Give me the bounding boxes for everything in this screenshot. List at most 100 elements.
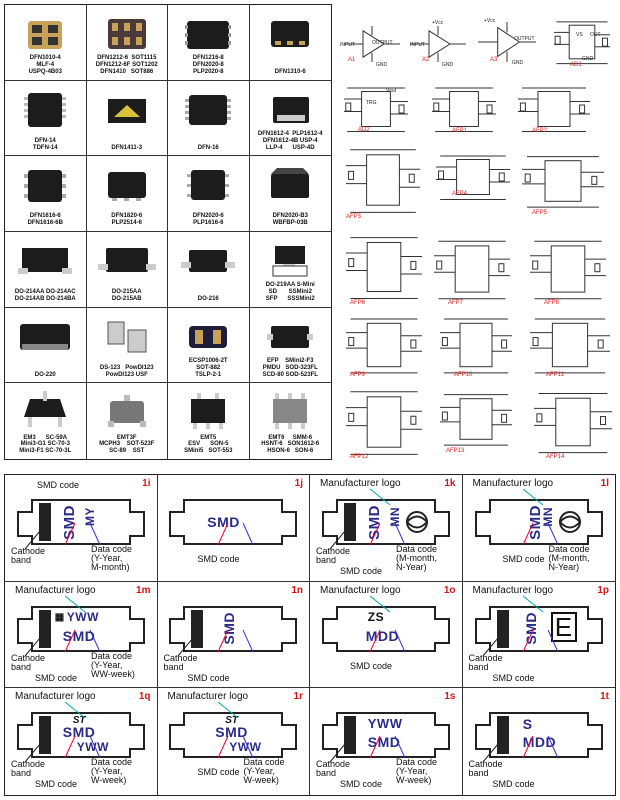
manufacturer-logo-icon: ST: [225, 715, 239, 727]
circuit-label: A1: [348, 57, 356, 63]
date-code-label: Data code (M-month, N-Year): [548, 544, 590, 572]
package-cell: DO-216: [168, 231, 250, 308]
cathode-band: [38, 609, 51, 648]
package-image: [5, 87, 86, 131]
package-cell: EMT5 ESV SON-5 SMini5 SOT-553: [168, 383, 250, 459]
package-image: [168, 162, 249, 206]
circuit-label: AFP2: [532, 128, 548, 134]
package-label: DFN1010-4 MLF-4 USPQ-4B03: [28, 55, 62, 75]
circuit-text: OUTPUT: [514, 36, 535, 42]
package-image: [168, 11, 249, 55]
package-grid: DFN1010-4 MLF-4 USPQ-4B03 DFN1212-6 SOT1…: [4, 4, 332, 460]
package-image: [168, 389, 249, 433]
smd-code-label: SMD code: [340, 566, 383, 576]
date-code-text: MN: [540, 507, 555, 527]
circuit-diagram: [344, 87, 408, 132]
package-image: [250, 11, 332, 55]
package-label: DFN-16: [197, 144, 219, 151]
package-label: EMT6 SMM-6 HSNT-6 SON1612-6 HSON-6 SON-6: [261, 434, 320, 455]
cathode-band: [343, 503, 356, 541]
package-image: [168, 238, 249, 282]
circuit-text: GND: [442, 62, 454, 68]
circuit-label: AFP13: [446, 448, 465, 454]
manufacturer-logo-label: Manufacturer logo: [15, 691, 96, 703]
manufacturer-logo-label: Manufacturer logo: [167, 691, 249, 703]
circuit-diagram: [434, 240, 510, 300]
circuit-diagram: [440, 394, 512, 446]
smd-code-text: SMD: [365, 505, 383, 540]
package-image: [168, 87, 249, 131]
package-cell: DFN1212-6 SOT1115 DFN1212-6F SOT1202 DFN…: [86, 5, 168, 81]
circuit-label: A2: [422, 57, 430, 63]
smd-code-text: MDD: [522, 734, 557, 751]
smd-code-label: SMD code: [492, 779, 535, 790]
cathode-band-label: Cathode band: [468, 759, 503, 779]
package-label: DS-123 PowDI123 PowDI123 USF: [99, 364, 154, 378]
circuit-diagram: [530, 240, 606, 300]
circuit-text: +Vcc: [432, 20, 444, 26]
circuit-diagram: [478, 22, 536, 62]
smd-code-text: SMD: [62, 627, 96, 644]
smd-code-text: SMD: [367, 734, 401, 751]
package-cell: DFN-14 TDFN-14: [5, 80, 87, 157]
date-code-text: YWW: [76, 740, 109, 755]
package-cell: DO-219AA S-Mini SD SSMini2 SFP SSSMini2: [249, 232, 331, 308]
cathode-band-label: Cathode band: [468, 652, 503, 672]
circuit-text: INPUT: [410, 42, 425, 48]
circuit-diagram: [534, 392, 612, 454]
cathode-band: [496, 716, 509, 755]
manufacturer-logo-label: Manufacturer logo: [320, 478, 401, 489]
circuit-text: GND: [512, 60, 524, 66]
cathode-band-label: Cathode band: [163, 652, 198, 672]
circuit-label: AFP4: [452, 191, 468, 197]
package-cell: DFN1010-4 MLF-4 USPQ-4B03: [5, 5, 87, 81]
package-cell: DO-214AA DO-214AC DO-214AB DO-214BA: [5, 231, 87, 308]
package-cell: ECSP1006-2T SOT-882 TSLP-2-1: [168, 307, 250, 384]
date-code-label: Data code (Y-Year, WW-week): [91, 650, 135, 679]
package-label: DFN1616-6 DFN1616-6B: [27, 213, 63, 227]
smd-code-label: SMD code: [197, 767, 240, 778]
package-label: EFP SMini2-F3 PMDU SOD-323FL SCD-80 SOD-…: [262, 357, 318, 378]
circuit-diagram: [530, 318, 610, 374]
date-code-text: MN: [387, 507, 402, 527]
date-code-label: Data code (Y-Year, W-week): [396, 757, 438, 786]
circuit-text: GND: [376, 62, 388, 68]
circuit-label: AFP5: [532, 210, 548, 216]
circuit-diagram: [344, 26, 400, 62]
smd-code-label: SMD code: [35, 779, 78, 790]
package-cell: EMT6 SMM-6 HSNT-6 SON1612-6 HSON-6 SON-6: [250, 383, 332, 459]
date-code-label: Data code (M-month, N-Year): [396, 544, 438, 572]
marking-id: 1j: [294, 478, 303, 489]
marking-id: 1m: [136, 584, 151, 596]
circuit-label: AD1: [570, 62, 582, 68]
date-code-label: Data code (Y-Year, W-week): [91, 757, 133, 786]
circuit-label: AFP1: [452, 128, 468, 134]
smd-code-text: SMD: [207, 514, 240, 530]
smd-code-text: SMD: [60, 505, 78, 540]
diode-package: SMD: [169, 605, 298, 652]
package-label: ECSP1006-2T SOT-882 TSLP-2-1: [188, 357, 228, 378]
circuit-label: AFP14: [546, 454, 565, 460]
smd-code-label: SMD code: [197, 554, 240, 564]
package-label: DFN-14 TDFN-14: [32, 137, 58, 151]
package-image: [87, 314, 168, 358]
marking-id: 1o: [443, 584, 456, 596]
circuit-label: AFP11: [546, 372, 564, 378]
circuit-label: AFP6: [350, 300, 366, 306]
cathode-band: [38, 503, 51, 541]
smd-code-text: MDD: [365, 627, 400, 644]
marking-id: 1i: [142, 478, 151, 489]
package-image: [168, 314, 249, 358]
package-label: DO-216: [197, 295, 219, 302]
circuit-diagram: [346, 318, 422, 374]
package-cell: DFN2020-B3 WBFBP-03B: [249, 156, 331, 232]
